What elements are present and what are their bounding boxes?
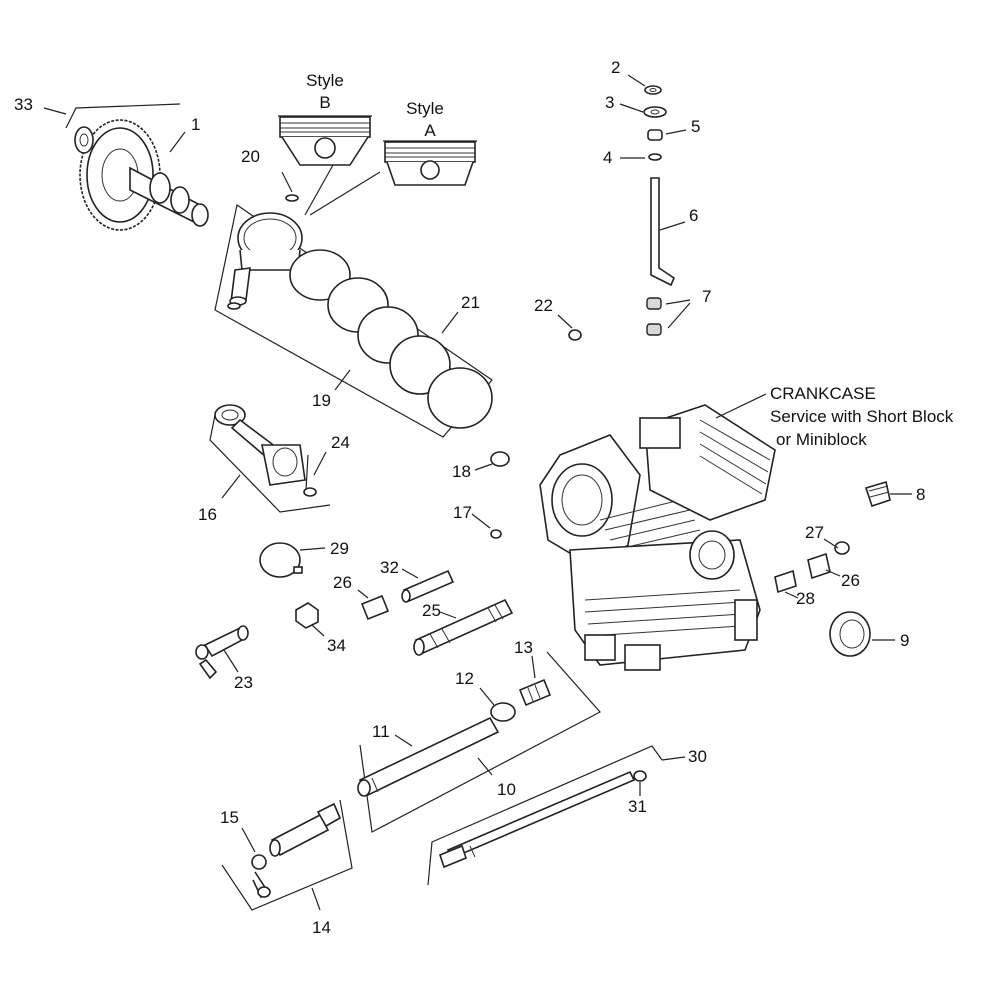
- clip-31-part: [633, 770, 647, 782]
- oil-seal-part: [829, 611, 871, 657]
- callout-2: 2: [611, 58, 620, 77]
- callout-33: 33: [14, 95, 33, 114]
- style-a-label-line1: Style: [406, 99, 444, 118]
- valve-train-parts: [568, 85, 675, 341]
- callout-29: 29: [330, 539, 349, 558]
- callout-28: 28: [796, 589, 815, 608]
- crankcase-note-line2: or Miniblock: [776, 430, 867, 449]
- callout-24: 24: [331, 433, 350, 452]
- sleeve-part-left: [360, 594, 390, 621]
- callout-7: 7: [702, 287, 711, 306]
- tube-25-part: [413, 598, 514, 656]
- sleeve-bearing-part: [774, 541, 850, 594]
- callout-5: 5: [691, 117, 700, 136]
- breather-fitting-part: [195, 625, 249, 680]
- callout-25: 25: [422, 601, 441, 620]
- hose-clamp-part: [490, 702, 516, 722]
- oil-tube-part: [357, 716, 500, 797]
- callout-1: 1: [191, 115, 200, 134]
- callout-18: 18: [452, 462, 471, 481]
- camshaft-part: [79, 119, 209, 231]
- callout-10: 10: [497, 780, 516, 799]
- callout-9: 9: [900, 631, 909, 650]
- piston-assembly-part: [237, 212, 303, 271]
- callout-34: 34: [327, 636, 346, 655]
- callout-32: 32: [380, 558, 399, 577]
- relief-fitting-part: [269, 802, 342, 857]
- callout-17: 17: [453, 503, 472, 522]
- dipstick-tube-part: [439, 770, 636, 869]
- crankcase-note-line1: Service with Short Block: [770, 407, 954, 426]
- piston-style-a-part: [384, 141, 476, 186]
- callout-12: 12: [455, 669, 474, 688]
- callout-27: 27: [805, 523, 824, 542]
- fitting-13-part: [518, 678, 552, 707]
- clamp-band-part: [259, 542, 303, 578]
- style-b-label-line2: B: [319, 93, 330, 112]
- cap-nut-part: [295, 602, 319, 629]
- callout-23: 23: [234, 673, 253, 692]
- piston-rings-part: [289, 249, 493, 429]
- callout-14: 14: [312, 918, 331, 937]
- piston-style-b-part: [279, 116, 371, 166]
- tube-32-part: [401, 569, 455, 603]
- crankcase-title: CRANKCASE: [770, 384, 876, 403]
- pin-retainer-part: [227, 302, 241, 310]
- callout-22: 22: [534, 296, 553, 315]
- shim-washer-part: [74, 126, 94, 154]
- callout-15: 15: [220, 808, 239, 827]
- plug-part: [864, 480, 891, 508]
- style-a-label-line2: A: [424, 121, 436, 140]
- callout-16: 16: [198, 505, 217, 524]
- callout-31: 31: [628, 797, 647, 816]
- style-b-label-line1: Style: [306, 71, 344, 90]
- callout-19: 19: [312, 391, 331, 410]
- callout-6: 6: [689, 206, 698, 225]
- callout-20: 20: [241, 147, 260, 166]
- callout-3: 3: [605, 93, 614, 112]
- callout-26-left: 26: [333, 573, 352, 592]
- oring-part: [251, 854, 271, 899]
- callout-13: 13: [514, 638, 533, 657]
- callout-11: 11: [372, 722, 390, 741]
- retainer-clip-part: [285, 194, 299, 202]
- piston-pin-part: [229, 267, 251, 306]
- callout-8: 8: [916, 485, 925, 504]
- crankcase-part: [539, 404, 776, 671]
- callout-26-right: 26: [841, 571, 860, 590]
- callout-4: 4: [603, 148, 612, 167]
- connecting-rod-part: [214, 404, 306, 486]
- bushing-part: [490, 451, 510, 539]
- rod-bolt-part: [303, 454, 317, 497]
- callout-21: 21: [461, 293, 480, 312]
- callout-30: 30: [688, 747, 707, 766]
